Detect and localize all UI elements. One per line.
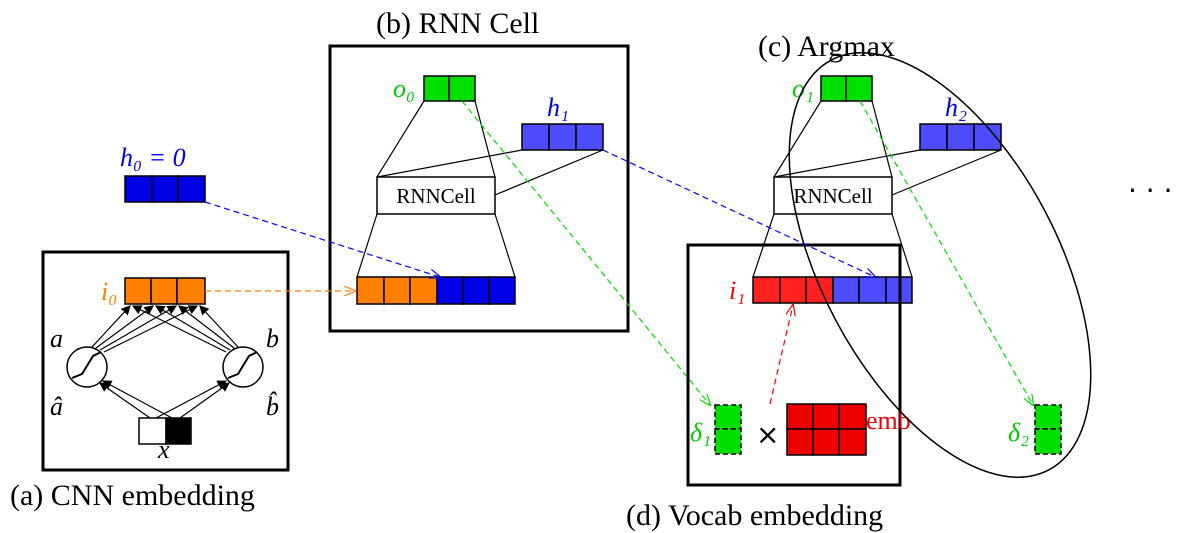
continuation-ellipsis: · · · [1128, 174, 1173, 207]
hidden-vector-h0 [124, 175, 206, 203]
connector-arrows [204, 100, 1033, 405]
caption-cnn-embedding: (a) CNN embedding [10, 479, 255, 512]
caption-argmax: (c) Argmax [758, 30, 895, 63]
second-rnn-step: o₁ h₂ RNNCell i₁ [729, 74, 1002, 305]
neuron-a [66, 346, 108, 388]
label-delta2: δ₂ [1008, 418, 1029, 447]
embedding-matrix [786, 403, 867, 456]
label-delta1: δ₁ [690, 418, 711, 447]
cnn-embedding-panel: i₀ [41, 250, 290, 472]
label-b: b [266, 324, 279, 353]
caption-rnn-cell: (b) RNN Cell [376, 7, 539, 40]
hidden-vector-h1 [521, 123, 604, 151]
rnn-cell-panel: o₀ h₁ RNNCell [328, 44, 630, 333]
arrow-h0-to-cell [204, 201, 440, 277]
concat-input-i0-h0 [356, 276, 516, 305]
caption-vocab-embedding: (d) Vocab embedding [626, 499, 883, 532]
arrow-o0-to-delta1 [461, 100, 710, 405]
label-h2: h₂ [945, 93, 967, 122]
output-vector-o0 [423, 75, 476, 102]
input-vector-i0 [124, 277, 206, 305]
neuron-b [222, 346, 264, 388]
arrow-h1-to-next [602, 149, 875, 277]
vocab-embedding-panel: δ₁ × emb [686, 243, 911, 487]
label-h1: h₁ [547, 93, 569, 122]
arrow-emb-to-i1 [769, 305, 793, 405]
label-a-hat: â [50, 392, 63, 421]
label-a: a [50, 324, 63, 353]
label-b-hat: b̂ [266, 392, 279, 421]
x-to-neuron-arrows [99, 380, 230, 419]
label-emb: emb [866, 406, 911, 435]
label-h0: h₀ = 0 [120, 143, 186, 172]
output-vector-o1 [820, 75, 873, 102]
concat-input-i1-h1 [752, 276, 913, 304]
one-hot-delta1 [714, 404, 742, 455]
rnncell-box-2 [773, 176, 893, 215]
label-x: x [157, 435, 170, 464]
rnn-cell-connections [356, 100, 604, 278]
one-hot-delta2 [1034, 404, 1062, 455]
rnncell-box-1 [376, 176, 496, 215]
argmax-ellipse [788, 52, 1092, 478]
rnncell-label-2: RNNCell [793, 184, 873, 208]
arrow-o1-to-delta2 [859, 100, 1033, 405]
neuron-to-i0-arrows [91, 305, 239, 353]
label-o0: o₀ [393, 74, 415, 103]
label-i0: i₀ [101, 277, 117, 306]
rnncell-label-1: RNNCell [396, 184, 476, 208]
label-i1: i₁ [729, 276, 745, 305]
multiply-symbol: × [756, 418, 779, 451]
input-image-x [138, 417, 192, 445]
